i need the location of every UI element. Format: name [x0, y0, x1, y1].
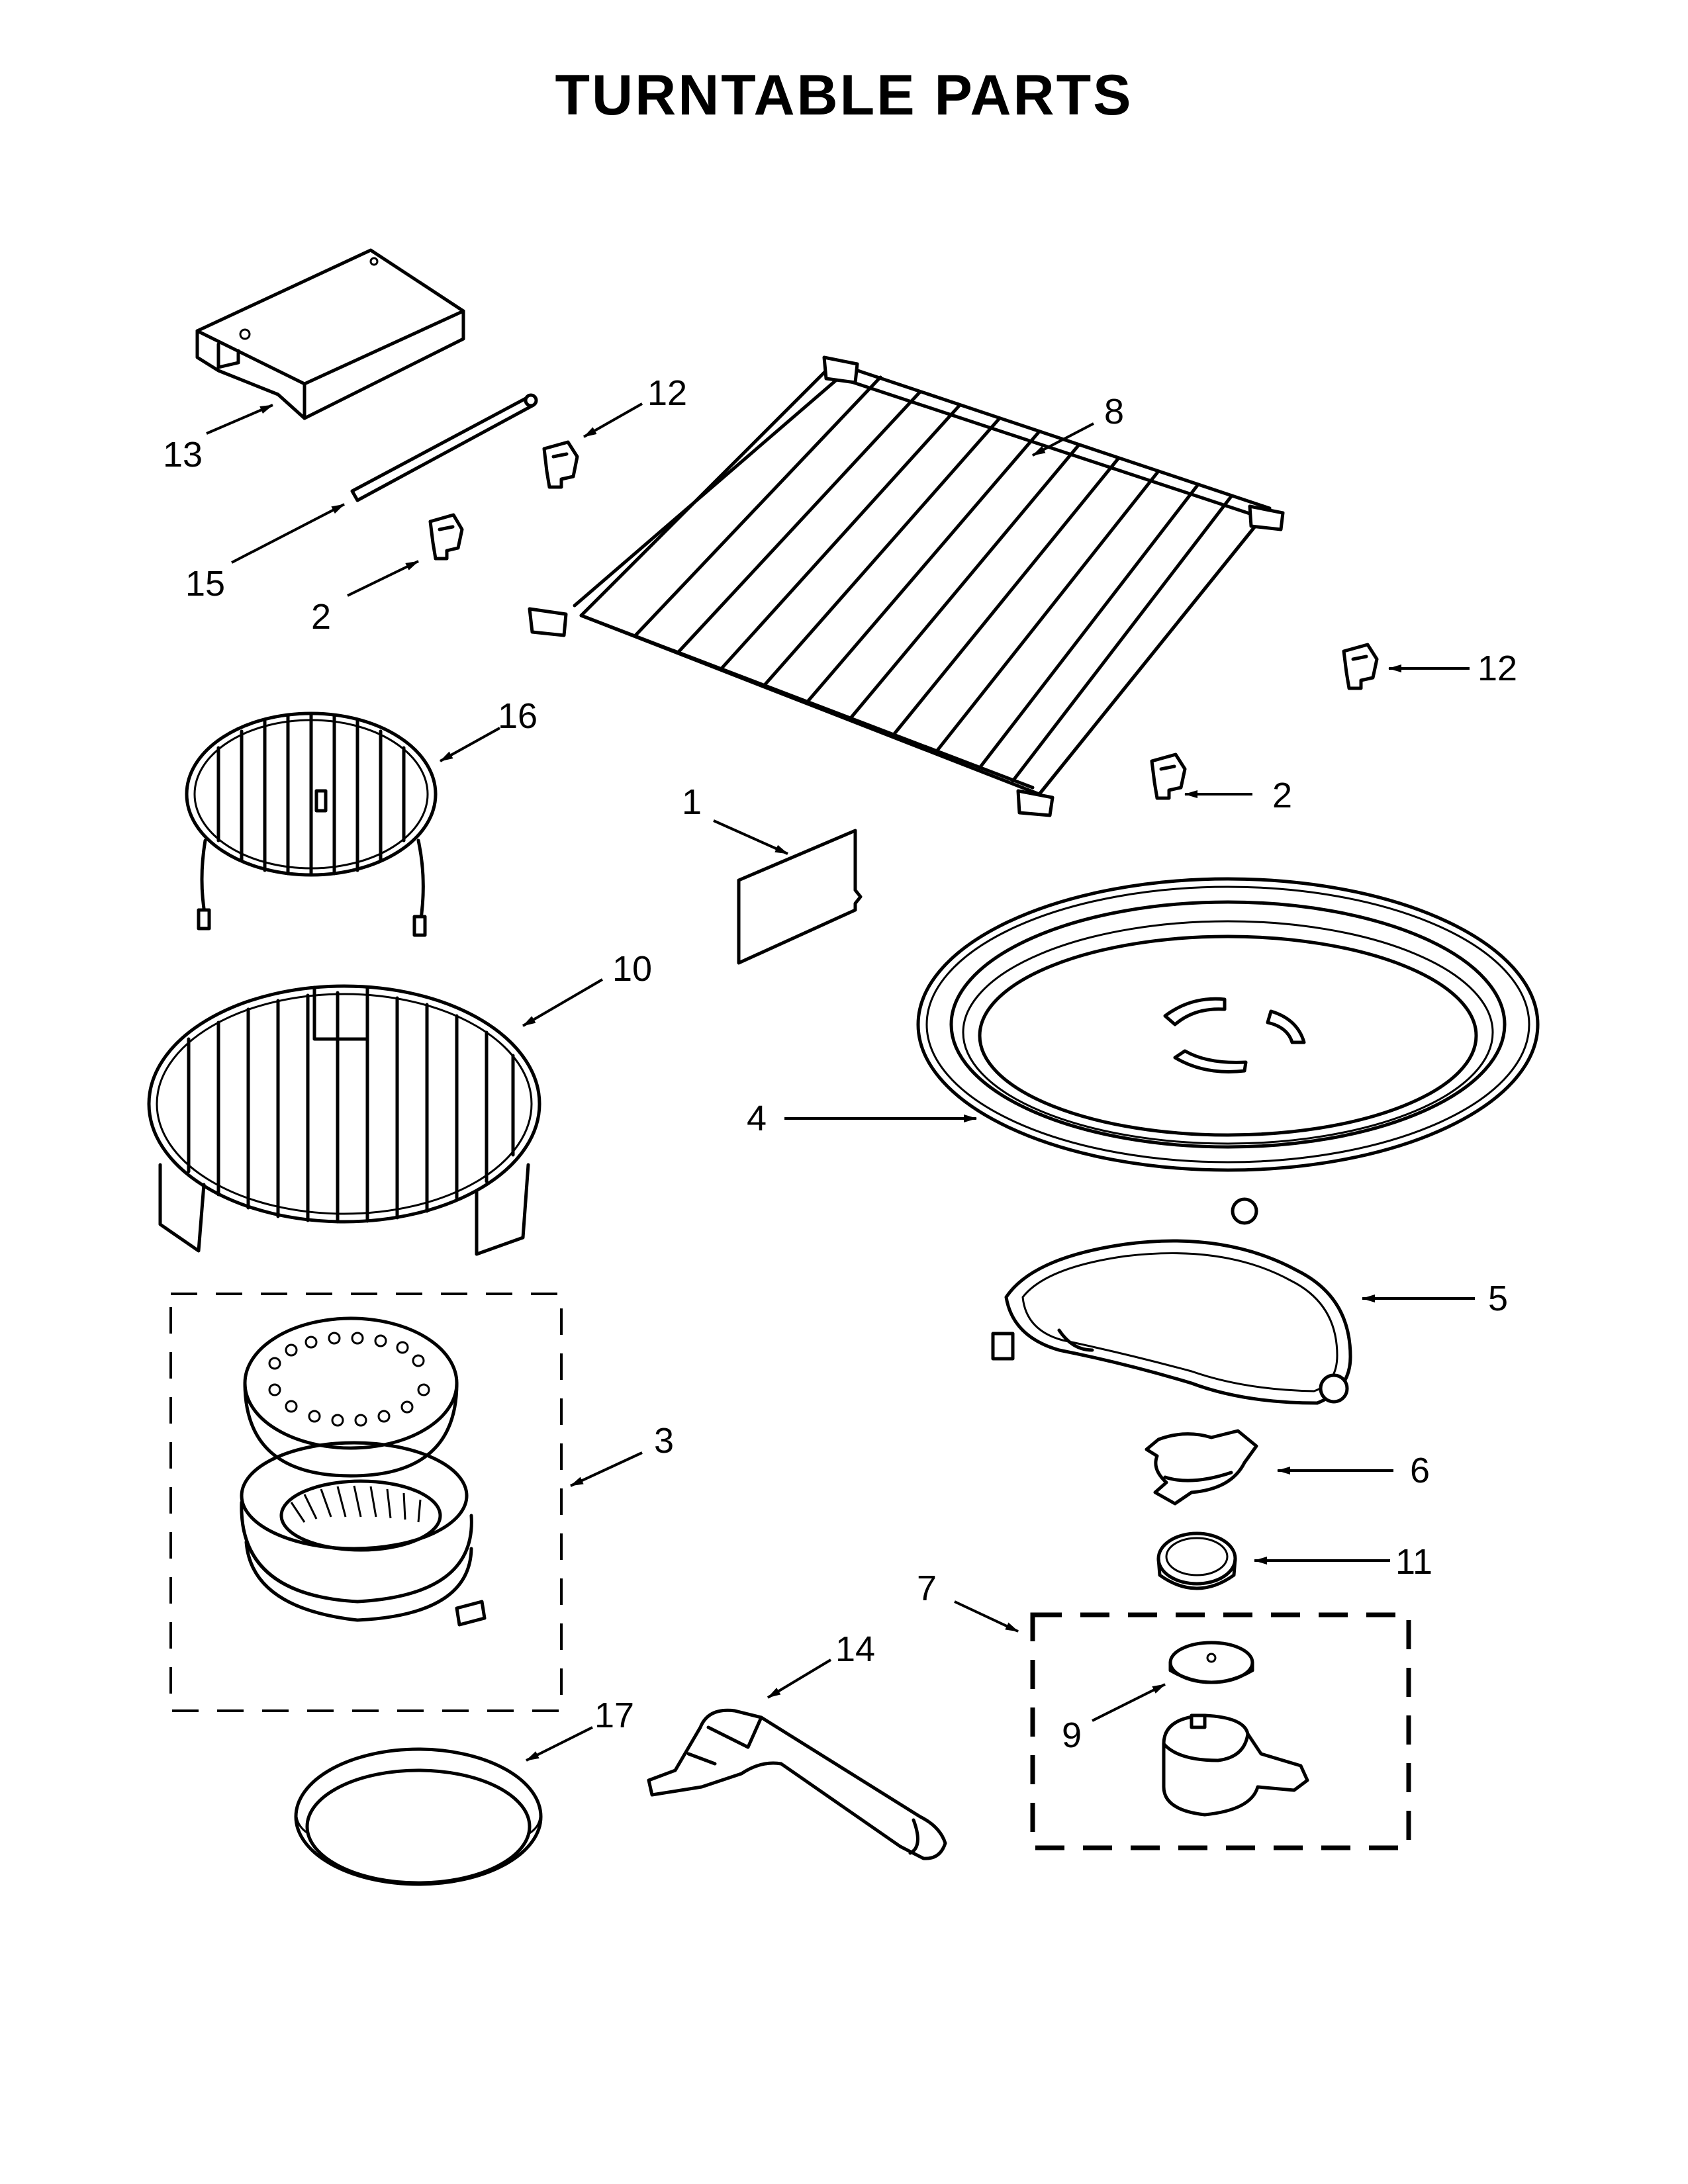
part-16-small-round-rack	[185, 711, 438, 937]
callout-labels: 13 15 12 2 8 12 2 16 1 10 4 5 6 11 3 7 9…	[163, 373, 1517, 1755]
callout-8: 8	[1104, 392, 1124, 432]
part-17-pan	[294, 1747, 543, 1886]
part-7-motor-assembly	[1030, 1612, 1411, 1850]
part-5-roller-ring	[991, 1197, 1352, 1405]
callout-1: 1	[682, 782, 702, 822]
part-11-ring	[1156, 1531, 1237, 1590]
part-12-clip-right	[1342, 643, 1379, 690]
page-title: TURNTABLE PARTS	[555, 64, 1133, 127]
part-15-rod	[350, 393, 538, 502]
callout-13: 13	[163, 435, 203, 475]
turntable-motor	[1162, 1713, 1309, 1817]
callout-12-upper: 12	[647, 373, 687, 413]
part-1-shield-plate	[737, 829, 863, 965]
part-12-clip-upper	[542, 440, 579, 489]
callout-5: 5	[1488, 1279, 1508, 1318]
callout-2-upper: 2	[311, 597, 331, 637]
part-6-coupler	[1145, 1429, 1258, 1506]
part-10-large-round-rack	[147, 984, 541, 1256]
part-8-wire-rack	[528, 355, 1285, 817]
callout-2-right: 2	[1272, 776, 1292, 815]
callout-3: 3	[654, 1421, 674, 1461]
callout-9: 9	[1062, 1715, 1082, 1755]
callout-7: 7	[917, 1569, 937, 1608]
callout-6: 6	[1410, 1451, 1430, 1490]
leader-lines	[206, 402, 1475, 1762]
callout-14: 14	[835, 1629, 875, 1669]
part-3-crisper-pan-set	[169, 1293, 563, 1712]
part-4-turntable-tray	[916, 877, 1540, 1172]
part-9-disc	[1168, 1641, 1254, 1684]
callout-10: 10	[612, 949, 652, 989]
callout-4: 4	[747, 1099, 767, 1138]
part-2-clip-upper	[428, 513, 464, 561]
callout-12-right: 12	[1477, 649, 1517, 688]
part-14-handle	[647, 1708, 947, 1860]
part-2-clip-right	[1150, 752, 1187, 800]
callout-17: 17	[594, 1696, 634, 1735]
callout-11: 11	[1395, 1542, 1432, 1582]
callout-15: 15	[185, 564, 225, 604]
part-13-cover	[195, 248, 465, 420]
callout-16: 16	[498, 696, 538, 736]
